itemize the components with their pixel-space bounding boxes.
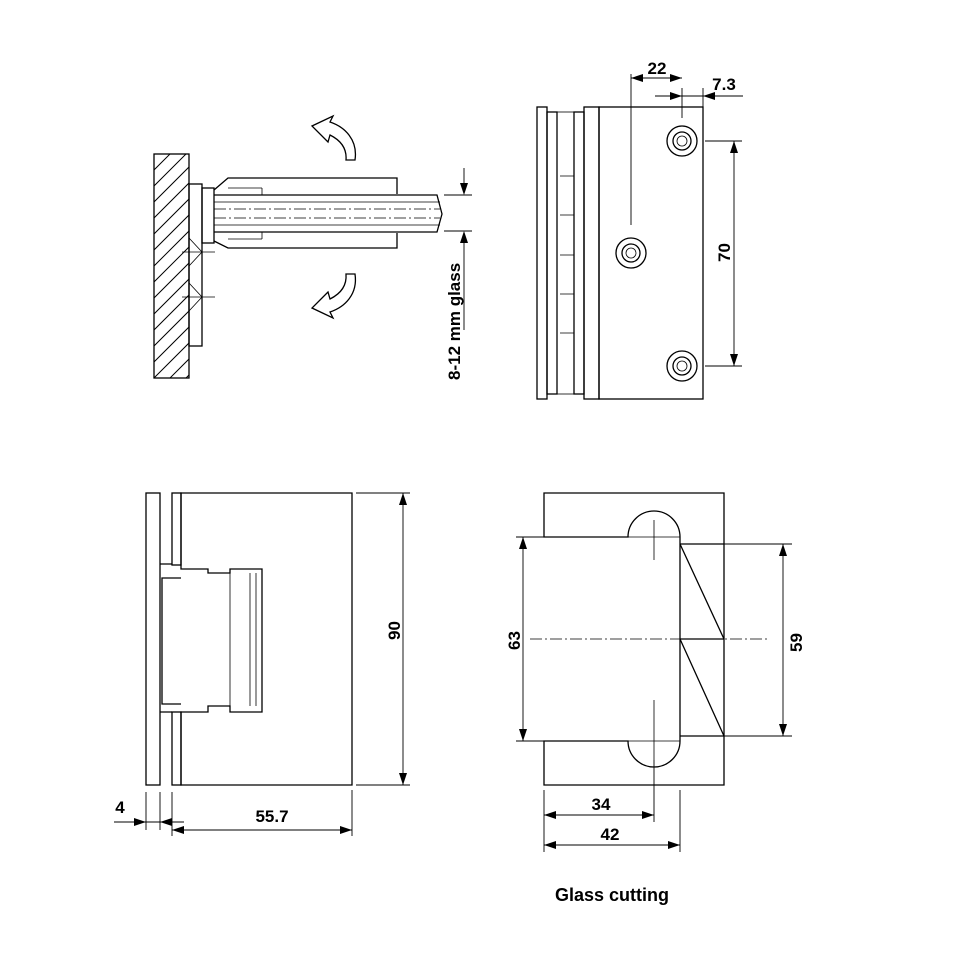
dim-63: 63 [505,536,544,742]
wall-hatch [153,153,190,379]
glass-range-label: 8-12 mm glass [445,263,464,380]
dim-59: 59 [724,543,806,737]
dim-63-label: 63 [505,631,524,650]
top-dimensions: 22 7.3 [630,59,743,225]
dim-55-7: 55.7 [172,790,353,836]
glass-cutting-view: 63 59 34 42 Glass cutting [505,492,806,905]
plan-view: 90 4 55.7 [114,492,410,836]
dim-22-label: 22 [648,59,667,78]
dim-70-label: 70 [715,243,734,262]
hinge-body-side [201,177,443,249]
dim-70: 70 [705,140,742,367]
dim-4-label: 4 [115,798,125,817]
dim-42-label: 42 [601,825,620,844]
screw-hole-top-icon [666,125,698,157]
side-view: 8-12 mm glass [153,114,472,380]
glass-dimension: 8-12 mm glass [444,168,472,380]
glass-cutting-caption: Glass cutting [555,885,669,905]
screw-hole-bottom-icon [666,350,698,382]
dim-34-42: 34 42 [543,760,681,852]
dim-59-label: 59 [787,633,806,652]
dim-4: 4 [114,792,184,836]
dim-55-7-label: 55.7 [255,807,288,826]
dim-90-label: 90 [385,621,404,640]
swing-arrow-up-icon [310,114,357,161]
screw-heads [182,237,215,312]
wall-plate [188,183,203,347]
front-view: 22 7.3 70 [536,59,743,400]
dim-7-3-label: 7.3 [712,75,736,94]
screw-hole-middle-icon [615,237,647,269]
dim-90: 90 [356,492,410,786]
swing-arrow-down-icon [310,273,357,320]
dim-34-label: 34 [592,795,611,814]
